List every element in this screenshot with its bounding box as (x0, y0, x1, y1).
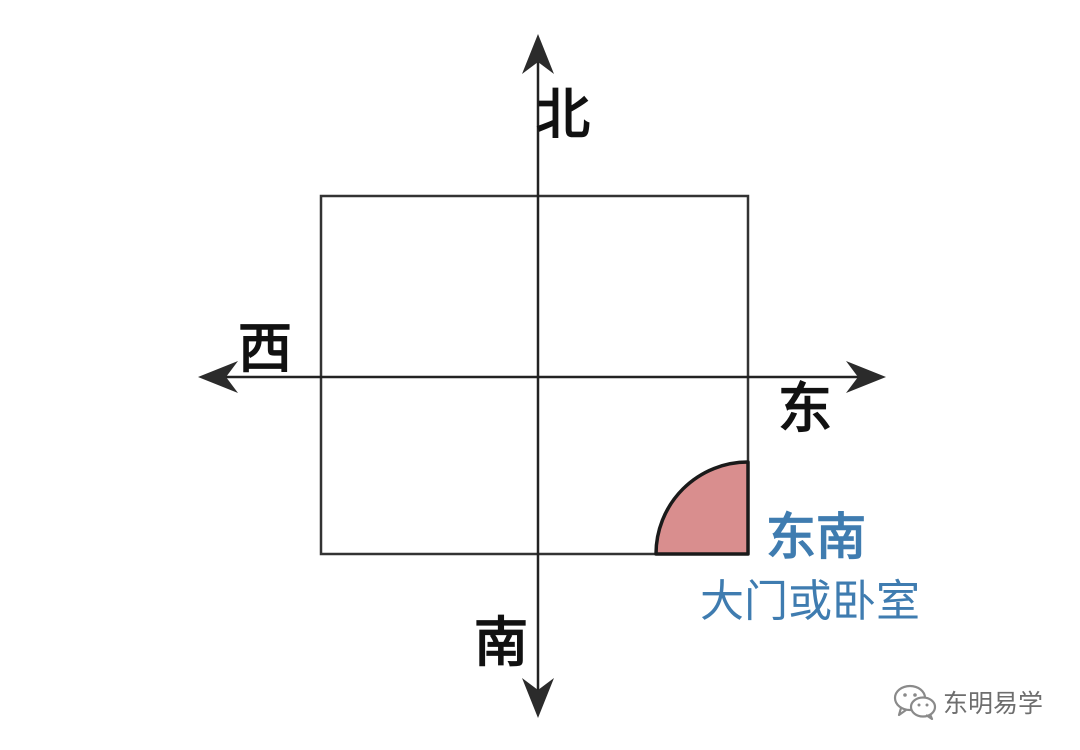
west-arrowhead (198, 361, 238, 393)
west-label: 西 (238, 317, 292, 380)
south-label: 南 (474, 611, 528, 674)
southeast-zone-title: 东南 (766, 508, 866, 566)
southeast-zone-note: 大门或卧室 (700, 576, 920, 627)
east-label: 东 (778, 377, 832, 440)
watermark-text: 东明易学 (943, 689, 1044, 718)
east-arrowhead (846, 361, 886, 393)
north-label: 北 (536, 83, 590, 146)
watermark: 东明易学 (893, 682, 1043, 722)
house-outline (319, 194, 750, 556)
southeast-marker (654, 460, 750, 556)
south-arrowhead (522, 678, 554, 718)
north-arrowhead (522, 34, 554, 74)
wechat-icon (893, 684, 937, 720)
